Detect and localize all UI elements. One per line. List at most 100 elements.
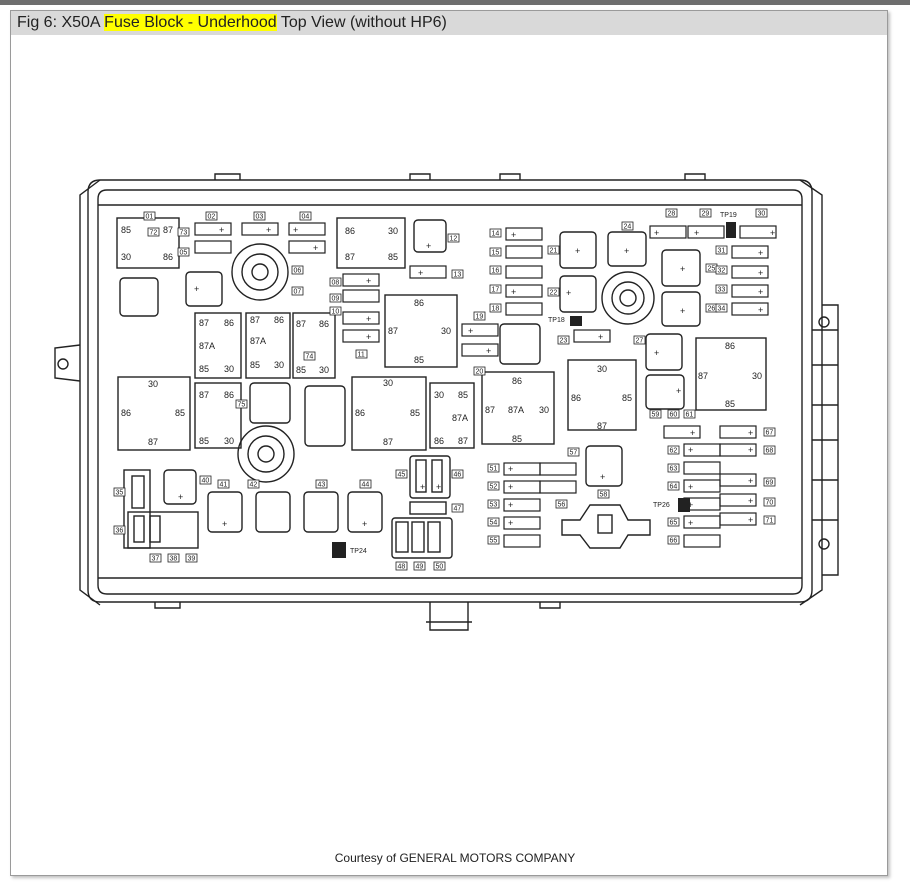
- relay-pin: 87: [163, 225, 173, 235]
- fuse-tag-box: [329, 306, 342, 316]
- relay-pin: 87: [199, 390, 209, 400]
- fuse-number-label: 33: [718, 287, 726, 294]
- fuse-number-label: 35: [116, 490, 124, 497]
- fuse-tag-box: [763, 515, 776, 525]
- fuse-tag-box: [303, 351, 316, 361]
- fuse-tag-box: [763, 477, 776, 487]
- fuse-number-label: 08: [332, 280, 340, 287]
- fuse-number-label: 45: [398, 472, 406, 479]
- relay-pin: 87: [698, 371, 708, 381]
- svg-text:+: +: [748, 515, 753, 525]
- fuse-tag-box: [147, 227, 160, 237]
- fuse-tag-box: [451, 503, 464, 513]
- fuse-tag-box: [557, 335, 570, 345]
- fuse-number-label: 22: [550, 290, 558, 297]
- relay-pin: 86: [121, 408, 131, 418]
- relay-pin: 86: [163, 252, 173, 262]
- svg-text:+: +: [624, 246, 629, 256]
- relay-pin: 30: [148, 379, 158, 389]
- fuse-number-label: 52: [490, 484, 498, 491]
- fuse-number-label: 68: [766, 448, 774, 455]
- svg-text:+: +: [758, 287, 763, 297]
- fuse-tag-box: [473, 311, 486, 321]
- relay-pin: 85: [622, 393, 632, 403]
- fuse-tag-box: [715, 303, 728, 313]
- relay-pin: 85: [512, 434, 522, 444]
- relay-pin: 87A: [508, 405, 524, 415]
- fuse-tag-box: [567, 447, 580, 457]
- relay-pin: 87: [485, 405, 495, 415]
- svg-text:+: +: [690, 428, 695, 438]
- fuse-number-label: 55: [490, 538, 498, 545]
- svg-text:+: +: [436, 482, 441, 492]
- relay-pin: 87: [388, 326, 398, 336]
- relay-pin: 86: [434, 436, 444, 446]
- fuse-number-label: 30: [758, 211, 766, 218]
- fuse-number-label: 74: [306, 354, 314, 361]
- svg-text:+: +: [366, 332, 371, 342]
- fuse-tag-box: [489, 247, 502, 257]
- fuse-tag-box: [667, 409, 680, 419]
- svg-text:+: +: [366, 314, 371, 324]
- fuse-number-label: 63: [670, 466, 678, 473]
- fuse-number-label: 21: [550, 248, 558, 255]
- fuse-number-label: 31: [718, 248, 726, 255]
- fuse-number-label: 06: [294, 268, 302, 275]
- fuse-tag-box: [487, 481, 500, 491]
- fuse-tag-box: [763, 427, 776, 437]
- relay-pin: 85: [296, 365, 306, 375]
- relay-pin: 86: [725, 341, 735, 351]
- svg-text:+: +: [688, 500, 693, 510]
- tp-label: TP26: [653, 502, 670, 509]
- relay-pin: 86: [319, 319, 329, 329]
- fuse-tag-box: [699, 208, 712, 218]
- fuse-number-label: 26: [708, 306, 716, 313]
- credit-text: Courtesy of GENERAL MOTORS COMPANY: [334, 851, 576, 865]
- housing-outline: [54, 173, 839, 631]
- fuse-tag-box: [473, 366, 486, 376]
- fuse-number-label: 49: [416, 564, 424, 571]
- fuse-tag-box: [199, 475, 212, 485]
- fuse-tag-box: [489, 228, 502, 238]
- fuse-number-label: 58: [600, 492, 608, 499]
- fuse-number-label: 17: [492, 287, 500, 294]
- test-points: TP19 TP18 TP26 TP24: [332, 212, 737, 558]
- fuse-number-label: 70: [766, 500, 774, 507]
- relay-pin: 86: [274, 315, 284, 325]
- svg-text:+: +: [266, 225, 271, 235]
- fuse-tag-box: [149, 553, 162, 563]
- fuse-number-label: 40: [202, 478, 210, 485]
- fuse-tag-box: [329, 293, 342, 303]
- svg-text:+: +: [566, 288, 571, 298]
- fuse-number-label: 73: [180, 230, 188, 237]
- fuse-number-label: 41: [220, 482, 228, 489]
- cartridge-fuses: [119, 219, 701, 533]
- fuse-number-label: 18: [492, 306, 500, 313]
- svg-text:+: +: [511, 230, 516, 240]
- tp-label: TP18: [548, 317, 565, 324]
- relay-pin: 85: [388, 252, 398, 262]
- fuse-tag-box: [235, 399, 248, 409]
- fuse-tag-box: [633, 335, 646, 345]
- fuse-number-label: 53: [490, 502, 498, 509]
- fuse-tag-box: [205, 211, 218, 221]
- fuse-number-label: 13: [454, 272, 462, 279]
- relay-pin: 30: [274, 360, 284, 370]
- fuse-number-label: 64: [670, 484, 678, 491]
- relay-pin: 30: [224, 436, 234, 446]
- fuse-tag-box: [667, 463, 680, 473]
- svg-text:+: +: [748, 428, 753, 438]
- relay-pin: 85: [175, 408, 185, 418]
- relay-pin: 30: [388, 226, 398, 236]
- svg-text:+: +: [676, 386, 681, 396]
- fuse-tag-box: [649, 409, 662, 419]
- fuse-number-label: 61: [686, 412, 694, 419]
- relay-pin: 87A: [250, 336, 266, 346]
- window-top-bar: [0, 0, 910, 5]
- svg-text:+: +: [366, 276, 371, 286]
- fuse-number-label: 12: [450, 236, 458, 243]
- fuse-number-label: 23: [560, 338, 568, 345]
- relay-pin: 85: [458, 390, 468, 400]
- mini-fuses: [194, 222, 777, 548]
- fuse-number-label: 36: [116, 528, 124, 535]
